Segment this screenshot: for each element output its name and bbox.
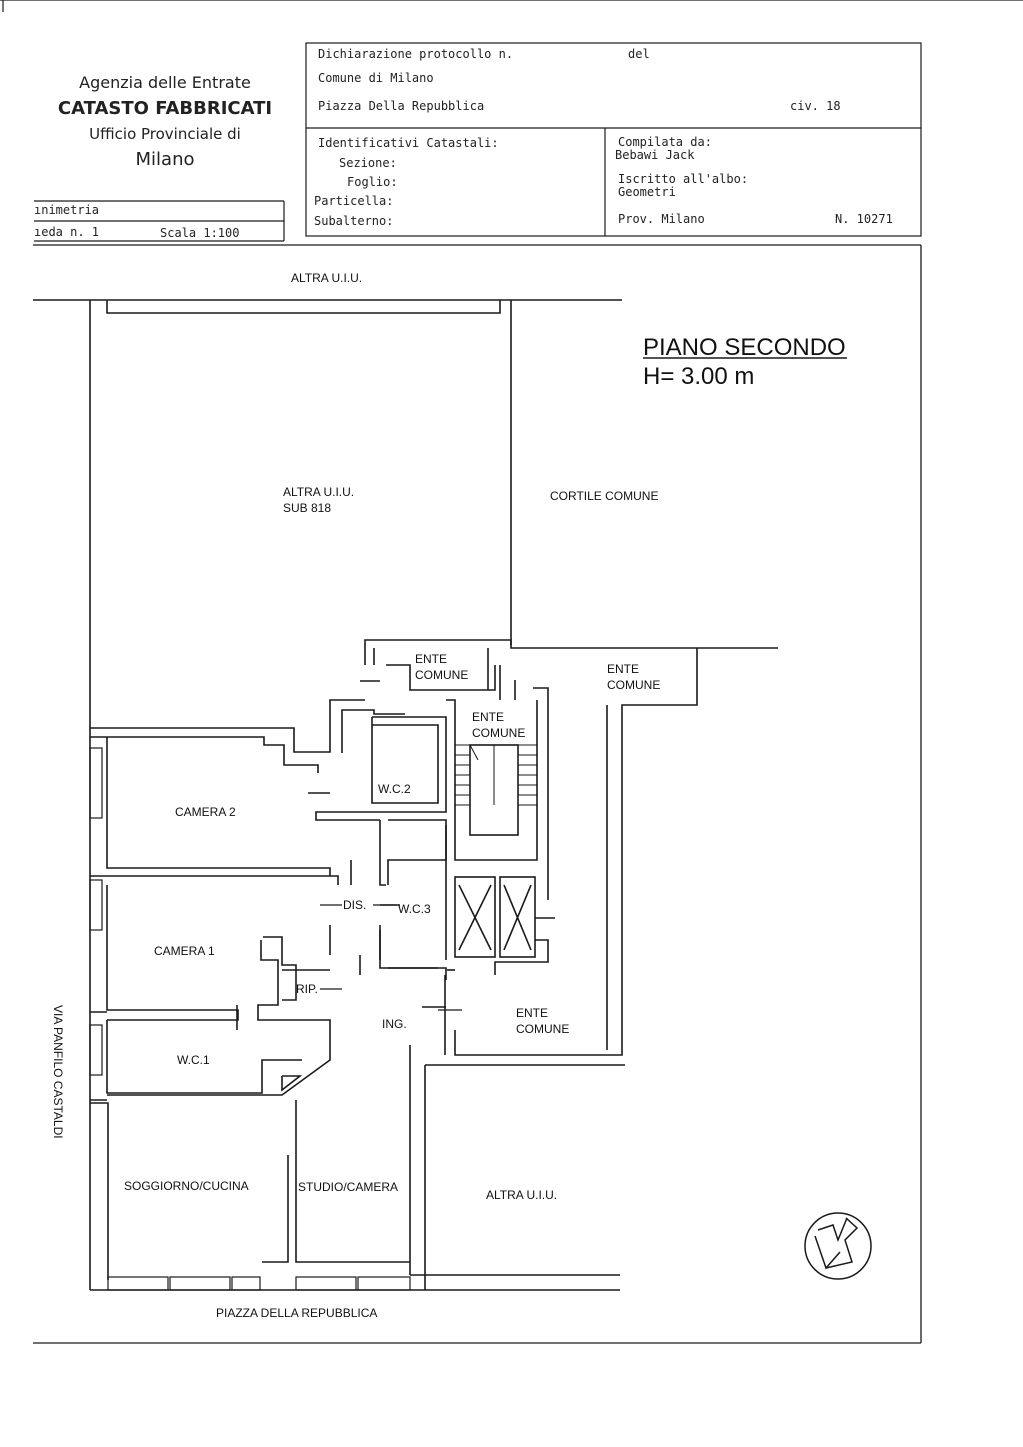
wc2-label: W.C.2 [378, 782, 411, 796]
street-left-label: VIA PANFILO CASTALDI [51, 1005, 65, 1139]
ente-comune-bottom-2: COMUNE [516, 1022, 569, 1036]
camera-1-label: CAMERA 1 [154, 944, 215, 958]
foglio-label: Foglio: [347, 175, 398, 189]
floor-title: PIANO SECONDO [643, 334, 846, 361]
particella-label: Particella: [314, 194, 394, 208]
agency-line-3: Ufficio Provinciale di [89, 125, 241, 143]
sub-818-label: SUB 818 [283, 501, 331, 515]
civico-label: civ. 18 [790, 99, 841, 113]
studio-camera-label: STUDIO/CAMERA [298, 1180, 398, 1194]
provincia-label: Prov. Milano [618, 212, 705, 226]
wc3-label: W.C.3 [398, 902, 431, 916]
ente-comune-stair-1: ENTE [472, 710, 504, 724]
wc1-label: W.C.1 [177, 1053, 210, 1067]
compilatore-name: Bebawi Jack [615, 148, 695, 162]
rip-label: RIP. [296, 982, 318, 996]
scala-label: Scala 1:100 [160, 226, 240, 240]
ente-comune-right-2: COMUNE [607, 678, 660, 692]
comune-label: Comune di Milano [318, 71, 434, 85]
cortile-comune-label: CORTILE COMUNE [550, 489, 658, 503]
altra-uiu-label: ALTRA U.I.U. [283, 485, 354, 499]
agency-line-1: Agenzia delle Entrate [79, 73, 251, 92]
ente-comune-top-1: ENTE [415, 652, 447, 666]
floor-height: H= 3.00 m [643, 363, 754, 390]
ente-comune-right-1: ENTE [607, 662, 639, 676]
subalterno-label: Subalterno: [314, 214, 394, 228]
albo-value: Geometri [618, 185, 676, 199]
compilata-da-label: Compilata da: [618, 135, 712, 149]
building-walls [33, 299, 778, 1291]
ente-comune-top-2: COMUNE [415, 668, 468, 682]
dis-label: DIS. [343, 898, 366, 912]
agency-line-4: Milano [135, 149, 195, 170]
iscritto-label: Iscritto all'albo: [618, 172, 749, 186]
north-arrow-icon [804, 1212, 872, 1280]
planimetria-label: ınimetria [34, 203, 100, 217]
iscrizione-number: N. 10271 [835, 212, 893, 226]
address-label: Piazza Della Repubblica [318, 99, 485, 113]
ente-comune-bottom-1: ENTE [516, 1006, 548, 1020]
del-label: del [628, 47, 650, 61]
sezione-label: Sezione: [339, 156, 397, 170]
identificativi-label: Identificativi Catastali: [318, 136, 499, 150]
street-bottom-label: PIAZZA DELLA REPUBBLICA [216, 1306, 377, 1320]
dichiarazione-label: Dichiarazione protocollo n. [318, 47, 514, 61]
ing-label: ING. [382, 1017, 407, 1031]
scheda-label: ıeda n. 1 [34, 225, 100, 239]
camera-2-label: CAMERA 2 [175, 805, 236, 819]
ente-comune-stair-2: COMUNE [472, 726, 525, 740]
street-top-label: ALTRA U.I.U. [291, 271, 362, 285]
agency-line-2: CATASTO FABBRICATI [57, 98, 273, 119]
sheet-frame [33, 244, 922, 1344]
header-frame [0, 0, 1023, 242]
window-marks [89, 747, 411, 1291]
stair-treads [455, 744, 537, 806]
altra-uiu-bottom-label: ALTRA U.I.U. [486, 1188, 557, 1202]
soggiorno-cucina-label: SOGGIORNO/CUCINA [124, 1179, 249, 1193]
